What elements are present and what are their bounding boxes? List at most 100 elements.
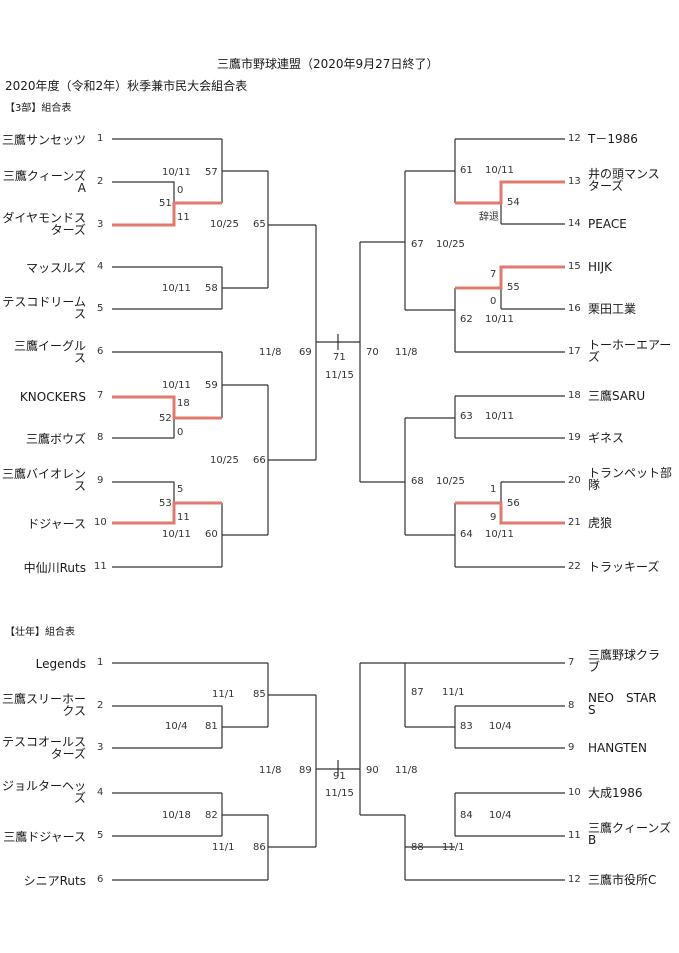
page-subtitle: 2020年度（令和2年）秋季兼市民大会組合表	[5, 79, 248, 93]
team-number: 9	[97, 475, 104, 486]
game-number: 63	[460, 411, 473, 422]
team-name: PEACE	[588, 217, 627, 231]
game-number: 68	[411, 476, 424, 487]
team-number: 3	[97, 219, 104, 230]
team-number: 21	[568, 517, 581, 528]
team-name: トーホーエアー ズ	[588, 338, 672, 364]
team-name: 三鷹クィーンズ A	[2, 169, 86, 195]
team-name: 三鷹イーグル ス	[13, 339, 86, 365]
game-number: 62	[460, 314, 473, 325]
team-number: 6	[97, 874, 104, 885]
game-date: 11/8	[259, 347, 282, 358]
game-number: 65	[253, 219, 266, 230]
game-score: 11	[177, 512, 190, 523]
team-number: 17	[568, 346, 581, 357]
team-number: 7	[97, 390, 104, 401]
team-number: 7	[568, 657, 575, 668]
game-number: 67	[411, 239, 424, 250]
game-number: 81	[205, 721, 218, 732]
team-name: HIJK	[588, 260, 612, 274]
game-number: 90	[366, 765, 379, 776]
game-number: 64	[460, 529, 473, 540]
game-date: 11/8	[259, 765, 282, 776]
game-number: 57	[205, 167, 218, 178]
game-score: 5	[177, 484, 184, 495]
team-number: 18	[568, 390, 581, 401]
team-number: 10	[568, 787, 581, 798]
game-score: 辞退	[479, 212, 499, 223]
game-number: 70	[366, 347, 379, 358]
game-score: 9	[490, 512, 497, 523]
game-date: 10/11	[485, 165, 514, 176]
team-name: 三鷹スリーホー クス	[1, 692, 86, 718]
team-number: 6	[97, 346, 104, 357]
game-number: 66	[253, 455, 266, 466]
team-number: 11	[94, 561, 107, 572]
team-name: シニアRuts	[23, 874, 86, 888]
game-score: 0	[177, 427, 184, 438]
team-number: 22	[568, 561, 581, 572]
game-number: 54	[507, 197, 520, 208]
team-number: 14	[568, 218, 581, 229]
team-number: 1	[97, 657, 104, 668]
team-number: 16	[568, 303, 581, 314]
game-date: 10/11	[485, 314, 514, 325]
game-date: 11/8	[395, 765, 418, 776]
game-number: 84	[460, 810, 473, 821]
team-number: 8	[97, 432, 104, 443]
game-number: 60	[205, 529, 218, 540]
game-score: 18	[177, 398, 190, 409]
team-number: 12	[568, 874, 581, 885]
team-name: 三鷹サンセッツ	[1, 133, 86, 147]
team-name: 三鷹野球クラ ブ	[588, 648, 661, 674]
team-number: 4	[97, 261, 104, 272]
team-name: 大成1986	[588, 786, 643, 800]
game-date: 11/1	[442, 842, 465, 853]
team-name: 三鷹ボウズ	[25, 432, 86, 446]
game-number: 89	[299, 765, 312, 776]
game-date: 10/11	[162, 283, 191, 294]
game-date: 10/11	[485, 529, 514, 540]
game-date: 10/18	[162, 810, 191, 821]
game-number: 71	[333, 352, 346, 363]
team-name: ドジャース	[27, 517, 86, 531]
team-number: 1	[97, 133, 104, 144]
team-number: 5	[97, 830, 104, 841]
team-number: 9	[568, 742, 575, 753]
game-score: 1	[490, 484, 497, 495]
game-number: 61	[460, 165, 473, 176]
team-name: 三鷹バイオレン ス	[1, 467, 86, 493]
team-name: KNOCKERS	[19, 390, 86, 404]
game-score: 7	[490, 269, 497, 280]
game-date: 11/8	[395, 347, 418, 358]
team-name: 三鷹ドジャース	[3, 830, 86, 844]
team-number: 3	[97, 742, 104, 753]
team-name: ギネス	[588, 431, 625, 445]
team-name: 井の頭マンス ターズ	[588, 167, 660, 193]
team-name: テスコオールス ターズ	[1, 735, 86, 761]
game-date: 10/11	[162, 529, 191, 540]
section-title-div3: 【3部】組合表	[5, 103, 72, 114]
game-number: 69	[299, 347, 312, 358]
game-number: 86	[253, 842, 266, 853]
team-number: 10	[94, 517, 107, 528]
team-number: 19	[568, 432, 581, 443]
team-name: Legends	[35, 657, 86, 671]
team-number: 2	[97, 176, 104, 187]
game-number: 52	[159, 413, 172, 424]
team-number: 8	[568, 700, 575, 711]
game-score: 11	[177, 212, 190, 223]
game-number: 56	[507, 498, 520, 509]
team-name: ダイヤモンドス ターズ	[2, 211, 86, 237]
team-name: HANGTEN	[588, 741, 647, 755]
team-name: トランペット部 隊	[588, 466, 673, 492]
game-date: 10/25	[436, 476, 465, 487]
team-name: NEO STAR S	[588, 691, 657, 717]
team-name: T－1986	[588, 132, 638, 146]
team-number: 5	[97, 303, 104, 314]
section-title-senior: 【壮年】組合表	[5, 627, 75, 638]
game-number: 58	[205, 283, 218, 294]
team-number: 12	[568, 133, 581, 144]
game-date: 11/1	[212, 689, 235, 700]
